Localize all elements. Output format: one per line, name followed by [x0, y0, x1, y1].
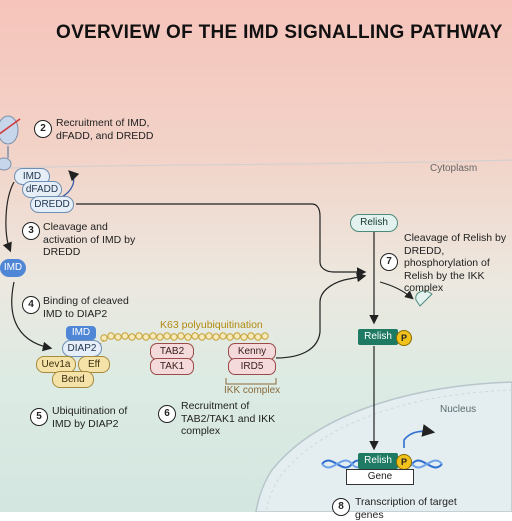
- cleaved-fragment: [415, 290, 433, 307]
- ubiquitin-chain: [100, 332, 269, 342]
- imd-cleaved: IMD: [0, 259, 26, 277]
- step-4-number: 4: [22, 296, 40, 314]
- step-7-number: 7: [380, 253, 398, 271]
- tak1-protein: TAK1: [150, 358, 194, 375]
- phospho-badge: P: [396, 330, 412, 346]
- step-4-text: Binding of cleaved IMD to DIAP2: [43, 295, 129, 320]
- arrow-fragment: [379, 281, 414, 300]
- ird5-protein: IRD5: [228, 358, 276, 375]
- step-6-text: Recruitment of TAB2/TAK1 and IKK complex: [181, 400, 276, 437]
- diap2-protein: DIAP2: [62, 340, 102, 357]
- step-3-text: Cleavage and activation of IMD by DREDD: [43, 221, 136, 258]
- step-8-number: 8: [332, 498, 350, 516]
- step-2-number: 2: [34, 120, 52, 138]
- dredd-protein: DREDD: [30, 196, 74, 213]
- relish-phosphorylated: Relish: [358, 329, 398, 345]
- arrow-dredd-relish: [76, 203, 367, 277]
- imd-protein: IMD: [14, 168, 50, 185]
- nucleus-shape: [255, 381, 512, 512]
- step-5-text: Ubiquitination of IMD by DIAP2: [52, 405, 128, 430]
- arrow-step4: [11, 281, 53, 352]
- relish-nuclear: Relish: [358, 453, 398, 469]
- eff-protein: Eff: [78, 356, 110, 373]
- step-6-number: 6: [158, 405, 176, 423]
- k63-label: K63 polyubiquitination: [160, 319, 263, 331]
- ikk-complex-label: IKK complex: [224, 385, 281, 396]
- phospho-badge-nuclear: P: [396, 454, 412, 470]
- cytoplasm-label: Cytoplasm: [430, 163, 478, 174]
- page-title: OVERVIEW OF THE IMD SIGNALLING PATHWAY: [56, 22, 503, 43]
- gene-box: Gene: [346, 469, 414, 485]
- step-2-text: Recruitment of IMD, dFADD, and DREDD: [56, 117, 154, 142]
- step-5-number: 5: [30, 408, 48, 426]
- bend-protein: Bend: [52, 371, 94, 388]
- imd-bound: IMD: [66, 326, 96, 340]
- arrow-step3: [2, 181, 15, 253]
- step-7-text: Cleavage of Relish by DREDD, phosphoryla…: [404, 232, 507, 294]
- step-8-text: Transcription of target genes: [355, 496, 457, 521]
- ikk-bracket: [225, 378, 277, 385]
- arrow-ikk-relish: [275, 272, 367, 359]
- nucleus-label: Nucleus: [440, 404, 477, 415]
- receptor-icon: [0, 115, 21, 171]
- relish-protein: Relish: [350, 214, 398, 232]
- membrane-line: [9, 159, 512, 169]
- recruitment-arrow: [59, 170, 80, 199]
- step-3-number: 3: [22, 222, 40, 240]
- transcription-arrow: [403, 424, 436, 448]
